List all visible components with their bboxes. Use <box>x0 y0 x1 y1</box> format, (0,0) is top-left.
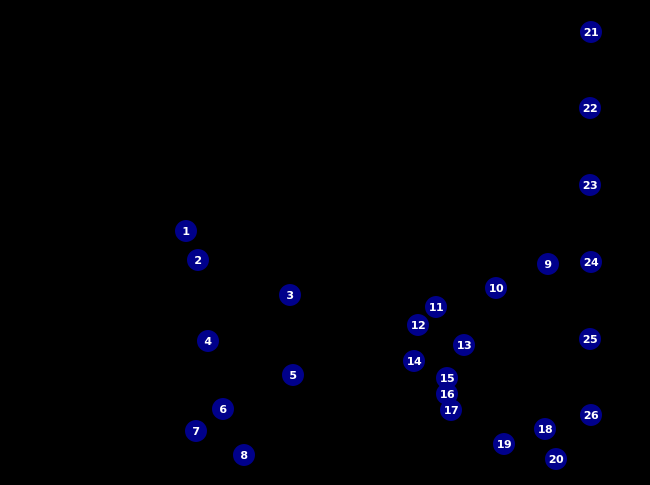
som-mark-label: 5 <box>289 368 297 382</box>
som-mark-label: 26 <box>583 408 599 422</box>
som-mark-22[interactable]: 22 <box>579 97 601 119</box>
som-mark-21[interactable]: 21 <box>580 21 602 43</box>
som-mark-6[interactable]: 6 <box>212 398 234 420</box>
som-mark-label: 20 <box>548 452 564 466</box>
som-mark-label: 15 <box>439 371 455 385</box>
som-mark-25[interactable]: 25 <box>579 328 601 350</box>
som-mark-label: 16 <box>439 387 455 401</box>
som-mark-14[interactable]: 14 <box>403 350 425 372</box>
som-mark-7[interactable]: 7 <box>185 420 207 442</box>
som-mark-label: 22 <box>582 101 598 115</box>
som-mark-label: 23 <box>582 178 598 192</box>
som-mark-20[interactable]: 20 <box>545 448 567 470</box>
som-mark-3[interactable]: 3 <box>279 284 301 306</box>
som-mark-19[interactable]: 19 <box>493 433 515 455</box>
som-mark-label: 3 <box>286 288 294 302</box>
som-mark-24[interactable]: 24 <box>580 251 602 273</box>
som-mark-label: 2 <box>194 253 202 267</box>
som-mark-label: 1 <box>182 224 190 238</box>
som-mark-23[interactable]: 23 <box>579 174 601 196</box>
som-mark-label: 14 <box>406 354 422 368</box>
som-mark-label: 18 <box>537 422 553 436</box>
som-mark-9[interactable]: 9 <box>537 253 559 275</box>
som-mark-label: 25 <box>582 332 598 346</box>
som-mark-label: 17 <box>443 403 459 417</box>
som-mark-17[interactable]: 17 <box>440 399 462 421</box>
som-mark-18[interactable]: 18 <box>534 418 556 440</box>
som-mark-4[interactable]: 4 <box>197 330 219 352</box>
som-mark-12[interactable]: 12 <box>407 314 429 336</box>
som-mark-label: 10 <box>488 281 504 295</box>
som-mark-26[interactable]: 26 <box>580 404 602 426</box>
som-mark-13[interactable]: 13 <box>453 334 475 356</box>
som-mark-label: 24 <box>583 255 599 269</box>
som-mark-10[interactable]: 10 <box>485 277 507 299</box>
som-mark-label: 13 <box>456 338 472 352</box>
som-mark-label: 19 <box>496 437 512 451</box>
som-mark-2[interactable]: 2 <box>187 249 209 271</box>
som-mark-label: 7 <box>192 424 200 438</box>
som-mark-label: 11 <box>428 300 444 314</box>
som-mark-label: 12 <box>410 318 426 332</box>
som-mark-label: 4 <box>204 334 212 348</box>
som-mark-label: 9 <box>544 257 552 271</box>
som-mark-11[interactable]: 11 <box>425 296 447 318</box>
som-mark-label: 21 <box>583 25 599 39</box>
som-mark-label: 6 <box>219 402 227 416</box>
som-mark-8[interactable]: 8 <box>233 444 255 466</box>
som-mark-5[interactable]: 5 <box>282 364 304 386</box>
som-mark-label: 8 <box>240 448 248 462</box>
som-mark-1[interactable]: 1 <box>175 220 197 242</box>
